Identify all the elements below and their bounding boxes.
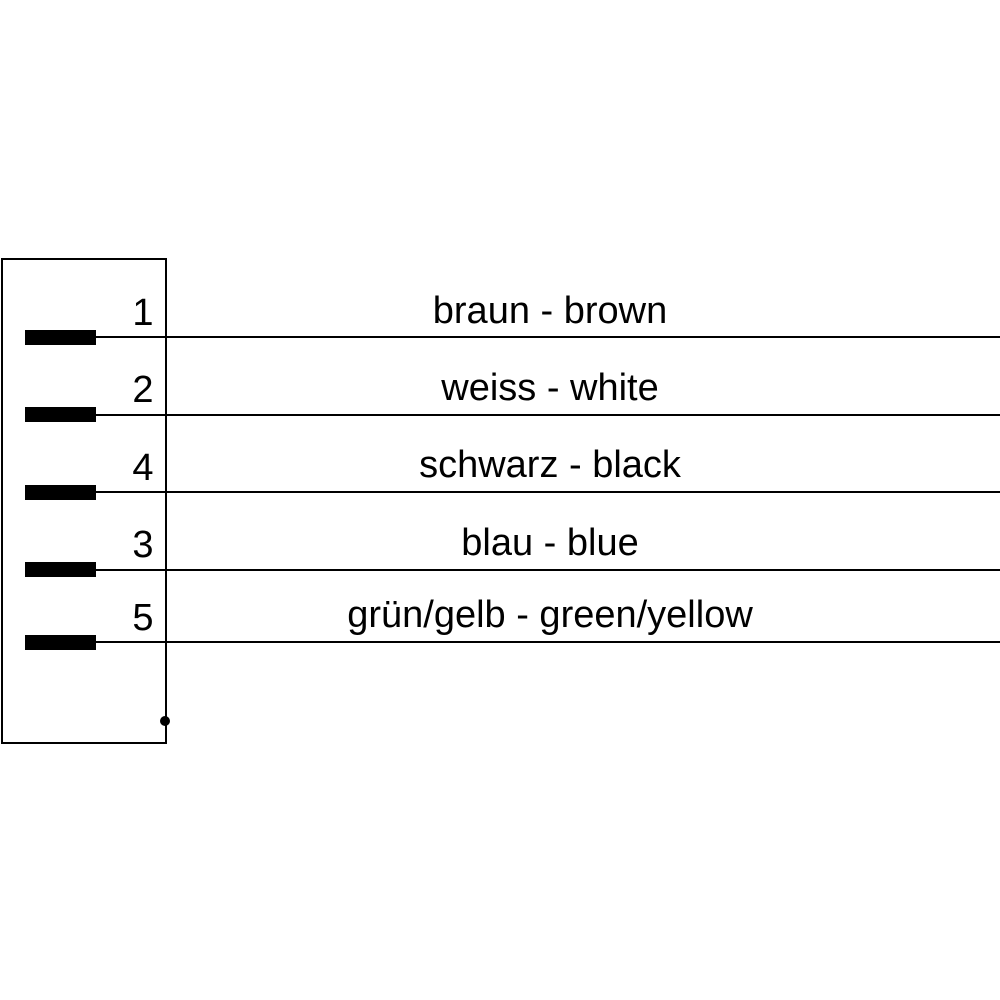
pin-number-4: 3 <box>132 524 154 566</box>
wire-line-2 <box>96 414 1000 416</box>
pin-contact-3 <box>25 485 96 500</box>
wire-line-3 <box>96 491 1000 493</box>
pin-number-1: 1 <box>132 292 154 334</box>
pin-number-2: 2 <box>132 369 154 411</box>
wire-line-1 <box>96 336 1000 338</box>
wire-label-4: blau - blue <box>461 522 639 564</box>
pin-contact-5 <box>25 635 96 650</box>
wire-line-5 <box>96 641 1000 643</box>
wire-label-5: grün/gelb - green/yellow <box>347 594 753 636</box>
pin-contact-1 <box>25 330 96 345</box>
wire-label-1: braun - brown <box>432 290 668 332</box>
pin-contact-2 <box>25 407 96 422</box>
pin-number-3: 4 <box>132 447 154 489</box>
wire-label-2: weiss - white <box>441 367 659 409</box>
pin-number-5: 5 <box>132 597 154 639</box>
connector-housing <box>1 258 167 744</box>
wire-line-4 <box>96 569 1000 571</box>
pin-contact-4 <box>25 562 96 577</box>
shield-connection-dot <box>160 716 170 726</box>
wire-label-3: schwarz - black <box>419 444 681 486</box>
